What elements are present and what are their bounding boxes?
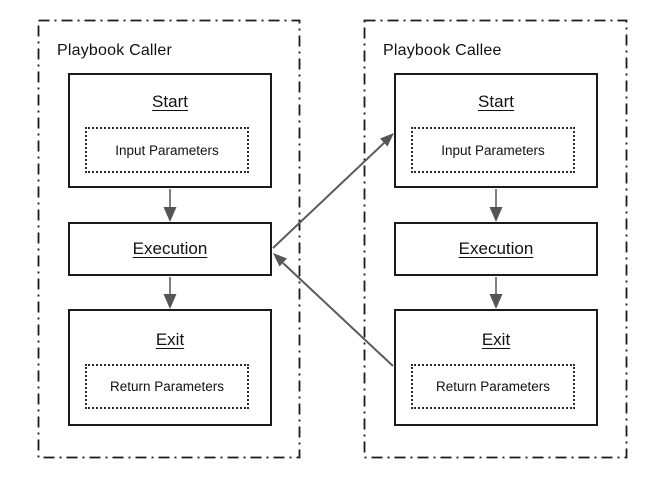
- node-label: Execution: [458, 239, 534, 258]
- input-parameters-box: Input Parameters: [85, 127, 249, 173]
- arrow-call-invocation: [272, 133, 394, 249]
- node-execution-callee: Execution: [394, 222, 598, 276]
- callee-panel-outline: [363, 19, 628, 459]
- input-parameters-box: Input Parameters: [411, 127, 575, 173]
- node-execution-caller: Execution: [68, 222, 272, 276]
- return-parameters-box: Return Parameters: [411, 364, 575, 409]
- node-label: Execution: [132, 239, 208, 258]
- sub-label: Return Parameters: [435, 379, 551, 394]
- arrow-return: [273, 253, 394, 367]
- node-label: Start: [478, 92, 514, 111]
- panel-title-callee: Playbook Callee: [383, 42, 502, 59]
- sub-label: Input Parameters: [115, 142, 219, 158]
- node-label: Exit: [481, 330, 511, 349]
- caller-panel-outline: [37, 19, 301, 459]
- panel-title-caller: Playbook Caller: [57, 42, 173, 59]
- arrow-caller-execution-to-exit: [163, 277, 177, 309]
- node-label: Exit: [155, 330, 185, 349]
- node-start-callee: Start Input Parameters: [394, 73, 598, 188]
- arrow-callee-execution-to-exit: [489, 277, 503, 309]
- arrow-caller-start-to-execution: [163, 189, 177, 222]
- sub-label: Return Parameters: [109, 379, 225, 394]
- node-label: Start: [152, 92, 188, 111]
- node-exit-caller: Exit Return Parameters: [68, 309, 272, 426]
- arrow-callee-start-to-execution: [489, 189, 503, 222]
- return-parameters-box: Return Parameters: [85, 364, 249, 409]
- sub-label: Input Parameters: [441, 142, 545, 158]
- node-exit-callee: Exit Return Parameters: [394, 309, 598, 426]
- node-start-caller: Start Input Parameters: [68, 73, 272, 188]
